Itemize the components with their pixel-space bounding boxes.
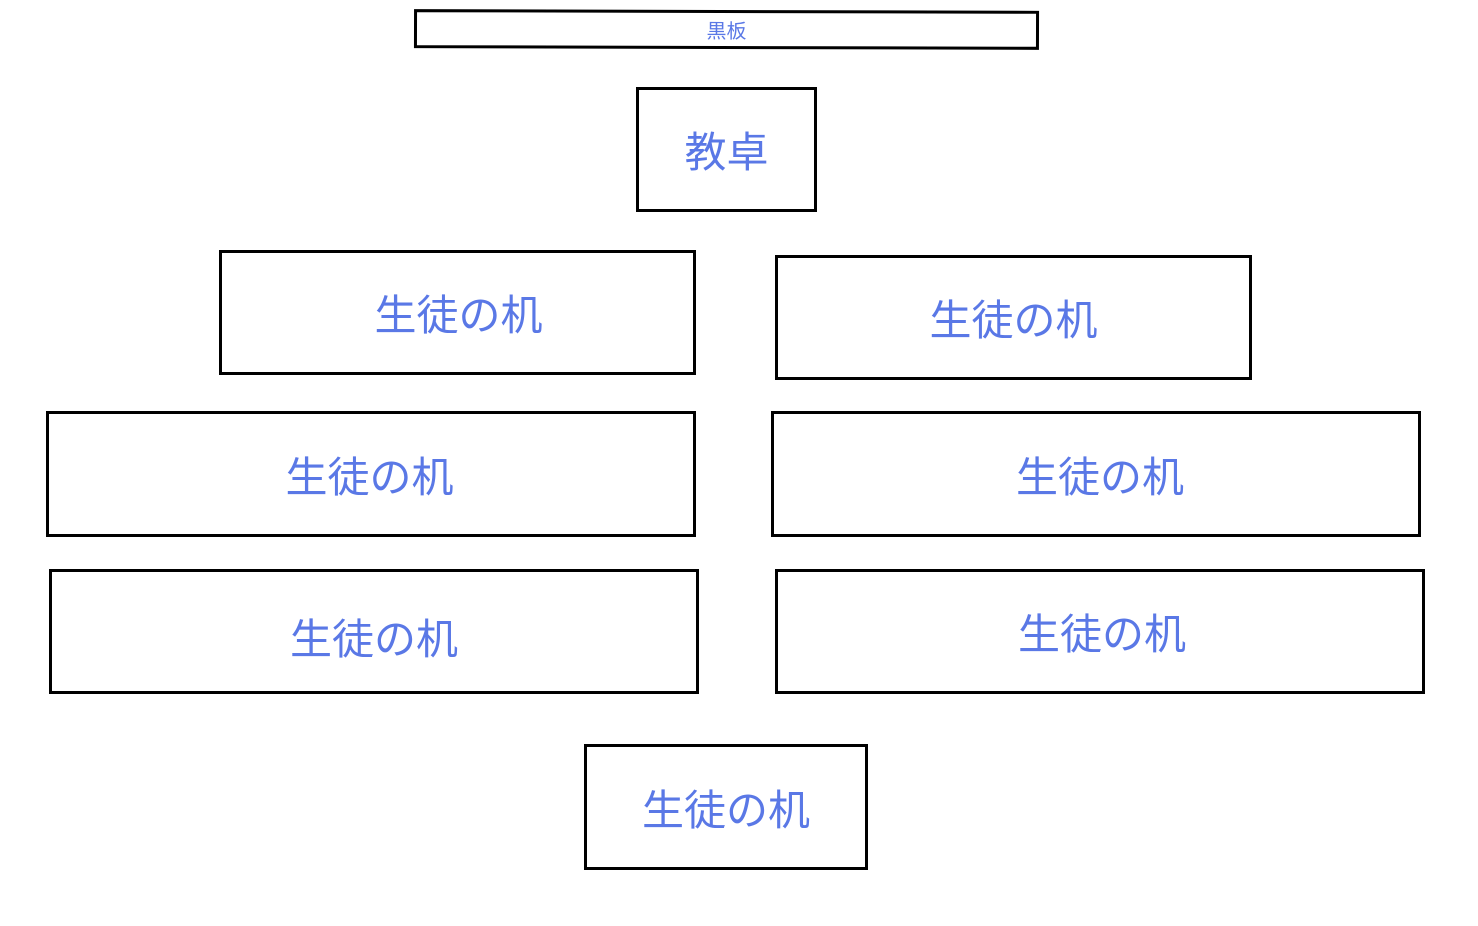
student-desk-label: 生徒の机 — [1015, 452, 1184, 502]
student-desk: 生徒の机 — [46, 411, 696, 537]
student-desk: 生徒の机 — [775, 569, 1425, 694]
student-desk-label: 生徒の机 — [374, 291, 543, 340]
student-desk: 生徒の机 — [775, 255, 1252, 380]
teacher-desk: 教卓 — [636, 87, 817, 212]
student-desk-label: 生徒の机 — [1017, 610, 1186, 659]
blackboard-label: 黒板 — [706, 18, 747, 44]
teacher-desk-label: 教卓 — [684, 128, 769, 177]
student-desk-label: 生徒の机 — [285, 452, 454, 502]
student-desk: 生徒の机 — [771, 411, 1421, 537]
student-desk-label: 生徒の机 — [929, 296, 1098, 345]
student-desk: 生徒の机 — [584, 744, 868, 870]
student-desk-label: 生徒の机 — [641, 785, 810, 835]
student-desk: 生徒の机 — [49, 569, 699, 694]
student-desk-label: 生徒の机 — [289, 615, 458, 664]
blackboard: 黒板 — [413, 9, 1040, 50]
student-desk: 生徒の机 — [219, 250, 696, 375]
